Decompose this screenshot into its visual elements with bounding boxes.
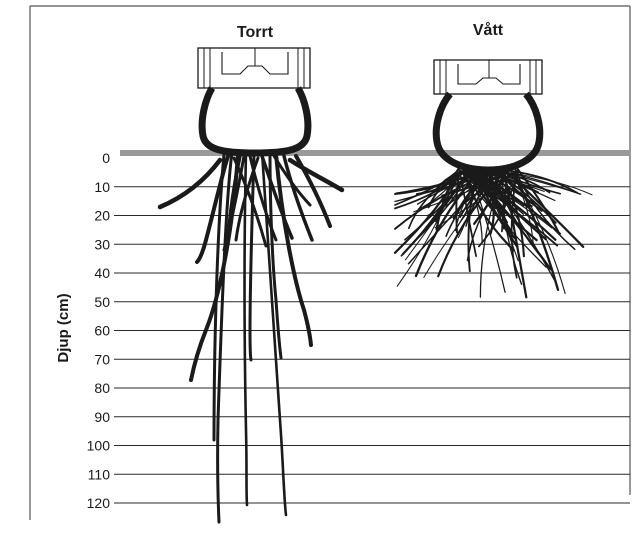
- depth-tick-label: 60: [94, 323, 110, 339]
- depth-tick-label: 120: [87, 495, 111, 511]
- depth-tick-label: 10: [94, 179, 110, 195]
- depth-tick-label: 20: [94, 208, 110, 224]
- depth-tick-label: 40: [94, 265, 110, 281]
- title-torrt: Torrt: [237, 24, 274, 41]
- depth-tick-label: 0: [102, 150, 110, 166]
- depth-tick-label: 70: [94, 351, 110, 367]
- y-axis-label: Djup (cm): [55, 293, 72, 362]
- depth-gridlines: [114, 187, 630, 503]
- depth-axis: 0 10 20 30 40 50 60 70 80 90 100 110 120: [87, 150, 111, 511]
- depth-tick-label: 50: [94, 294, 110, 310]
- pot-torrt: [198, 48, 310, 153]
- roots-vatt: [395, 168, 592, 297]
- depth-tick-label: 30: [94, 236, 110, 252]
- depth-tick-label: 100: [87, 438, 111, 454]
- depth-tick-label: 110: [88, 466, 111, 482]
- depth-tick-label: 90: [94, 409, 110, 425]
- frame-lines: [30, 6, 630, 520]
- roots-torrt: [160, 152, 342, 522]
- title-vatt: Vått: [473, 21, 504, 39]
- soil-surface: [120, 150, 630, 156]
- depth-tick-label: 80: [94, 380, 110, 396]
